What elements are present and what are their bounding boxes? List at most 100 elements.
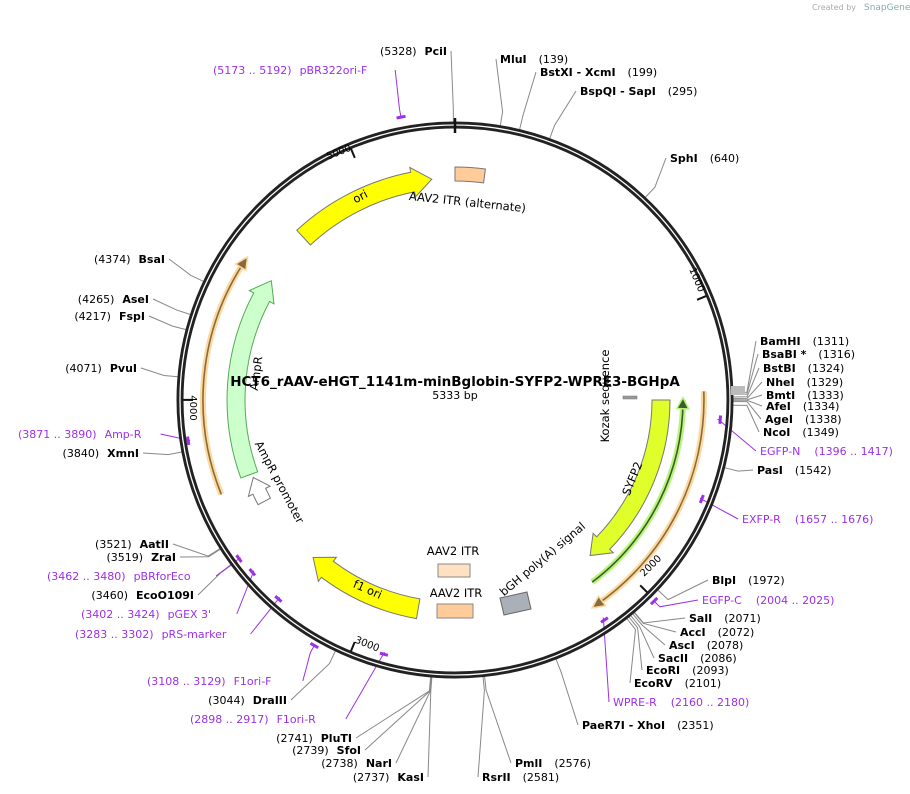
primer-label[interactable]: WPRE-R(2160 .. 2180) xyxy=(613,696,749,709)
enzyme-name: KasI xyxy=(397,771,424,784)
enzyme-site[interactable]: EcoRI(2093) xyxy=(646,664,729,677)
primer-mark[interactable] xyxy=(396,114,406,120)
enzyme-position: (2101) xyxy=(685,677,722,690)
enzyme-site[interactable]: (2737)KasI xyxy=(353,771,424,784)
enzyme-site[interactable]: SalI(2071) xyxy=(689,612,761,625)
enzyme-site[interactable]: AccI(2072) xyxy=(680,626,754,639)
tick-label: 1000 xyxy=(686,266,706,294)
enzyme-site[interactable]: BmtI(1333) xyxy=(766,389,844,402)
enzyme-site[interactable]: (2738)NarI xyxy=(321,757,392,770)
enzyme-site[interactable]: RsrII(2581) xyxy=(482,771,559,784)
enzyme-site[interactable]: PaeR7I - XhoI (2351) xyxy=(582,719,714,732)
itr-1-feature[interactable] xyxy=(437,563,471,578)
primer-mark[interactable] xyxy=(698,494,705,504)
enzyme-site[interactable]: AgeI(1338) xyxy=(765,413,842,426)
itr-2-feature[interactable] xyxy=(436,603,474,619)
enzyme-site[interactable]: NheI (1329) xyxy=(766,376,843,389)
primer-label[interactable]: (3108 .. 3129)F1ori-F xyxy=(147,675,272,688)
primer-mark[interactable] xyxy=(600,616,609,624)
enzyme-leader xyxy=(733,401,762,420)
enzyme-name: SacII xyxy=(658,652,688,665)
primer-mark[interactable] xyxy=(186,436,191,446)
green-feature[interactable] xyxy=(590,396,691,585)
enzyme-position: (2086) xyxy=(700,652,737,665)
enzyme-site[interactable]: PmlI(2576) xyxy=(515,757,591,770)
enzyme-site[interactable]: (3460)EcoO109I xyxy=(91,589,194,602)
enzyme-site[interactable]: (5328)PciI xyxy=(380,45,447,58)
enzyme-site[interactable]: NcoI(1349) xyxy=(763,426,839,439)
itr-alt-feature[interactable] xyxy=(454,166,486,184)
enzyme-site[interactable]: (4217)FspI xyxy=(74,310,145,323)
enzyme-site[interactable]: BamHI(1311) xyxy=(760,335,849,348)
ori-feature[interactable] xyxy=(296,166,433,246)
enzyme-site[interactable]: (4071)PvuI xyxy=(65,362,137,375)
f1-ori-feature[interactable] xyxy=(312,556,421,620)
enzyme-site[interactable]: AfeI(1334) xyxy=(766,400,839,413)
syfp2-feature[interactable] xyxy=(589,399,671,557)
enzyme-site[interactable]: (3840)XmnI xyxy=(63,447,139,460)
left-orange-feature[interactable] xyxy=(200,255,249,496)
enzyme-name: SfoI xyxy=(337,744,361,757)
enzyme-site[interactable]: BsaBI *(1316) xyxy=(762,348,855,361)
primer-label[interactable]: EGFP-N(1396 .. 1417) xyxy=(760,445,893,458)
enzyme-leader xyxy=(484,676,512,764)
enzyme-site[interactable]: BspQI - SapI(295) xyxy=(580,85,697,98)
enzyme-site[interactable]: (3521)AatII xyxy=(95,538,169,551)
enzyme-site[interactable]: (4265)AseI xyxy=(78,293,149,306)
enzyme-position: (2351) xyxy=(677,719,714,732)
enzyme-leader xyxy=(555,658,579,726)
primer-label[interactable]: (3871 .. 3890)Amp-R xyxy=(18,428,142,441)
primer-label[interactable]: (2898 .. 2917)F1ori-R xyxy=(190,713,316,726)
primer-mark[interactable] xyxy=(379,651,389,657)
primer-label[interactable]: (3462 .. 3480)pBRforEco xyxy=(47,570,191,583)
enzyme-name: PaeR7I - XhoI xyxy=(582,719,665,732)
enzyme-position: (4217) xyxy=(74,310,111,323)
enzyme-position: (199) xyxy=(628,66,658,79)
ampr-promoter-feature[interactable] xyxy=(247,476,272,506)
right-orange-feature[interactable] xyxy=(590,391,707,609)
enzyme-site[interactable]: (4374)BsaI xyxy=(94,253,165,266)
enzyme-position: (1329) xyxy=(807,376,844,389)
enzyme-site[interactable]: (2739)SfoI xyxy=(292,744,361,757)
enzyme-site[interactable]: SphI(640) xyxy=(670,152,739,165)
primer-label[interactable]: EGFP-C(2004 .. 2025) xyxy=(702,594,834,607)
primer-label[interactable]: (5173 .. 5192)pBR322ori-F xyxy=(213,64,367,77)
primer-mark[interactable] xyxy=(274,594,283,603)
enzyme-leader xyxy=(290,650,336,701)
bgh-feature[interactable] xyxy=(499,591,532,616)
enzyme-site[interactable]: SacII (2086) xyxy=(658,652,737,665)
primer-label[interactable]: EXFP-R(1657 .. 1676) xyxy=(742,513,873,526)
primer-leader xyxy=(302,645,315,682)
kozak-feature[interactable] xyxy=(622,395,638,400)
ampr-feature[interactable] xyxy=(226,279,275,479)
enzyme-name: NheI xyxy=(766,376,795,389)
primer-mark[interactable] xyxy=(649,596,659,606)
primer-name: WPRE-R xyxy=(613,696,657,709)
enzyme-name: BsaI xyxy=(139,253,165,266)
enzyme-site[interactable]: AscI(2078) xyxy=(669,639,743,652)
primer-range: (2004 .. 2025) xyxy=(756,594,835,607)
enzyme-site[interactable]: (2741)PluTI xyxy=(276,732,352,745)
primer-mark[interactable] xyxy=(309,641,319,650)
enzyme-leader xyxy=(549,90,577,139)
enzyme-site[interactable]: BstXI - XcmI(199) xyxy=(540,66,657,79)
primer-mark[interactable] xyxy=(248,568,257,577)
enzyme-site[interactable]: (3519)ZraI xyxy=(107,551,177,564)
primer-mark[interactable] xyxy=(718,415,722,424)
primer-label[interactable]: (3402 .. 3424)pGEX 3' xyxy=(81,608,211,621)
enzyme-site[interactable]: (3044)DraIII xyxy=(208,694,287,707)
primer-name: pRS-marker xyxy=(162,628,227,641)
enzyme-position: (1542) xyxy=(795,464,832,477)
enzyme-leader xyxy=(732,367,760,398)
primer-mark[interactable] xyxy=(235,554,243,563)
enzyme-site[interactable]: BlpI(1972) xyxy=(712,574,785,587)
enzyme-site[interactable]: MluI(139) xyxy=(500,53,568,66)
backbone xyxy=(176,118,734,679)
enzyme-name: BstBI xyxy=(763,362,796,375)
enzyme-site[interactable]: PasI(1542) xyxy=(757,464,831,477)
enzyme-site[interactable]: BstBI(1324) xyxy=(763,362,844,375)
primer-label[interactable]: (3283 .. 3302)pRS-marker xyxy=(75,628,227,641)
enzyme-name: AgeI xyxy=(765,413,793,426)
enzyme-site[interactable]: EcoRV(2101) xyxy=(634,677,721,690)
